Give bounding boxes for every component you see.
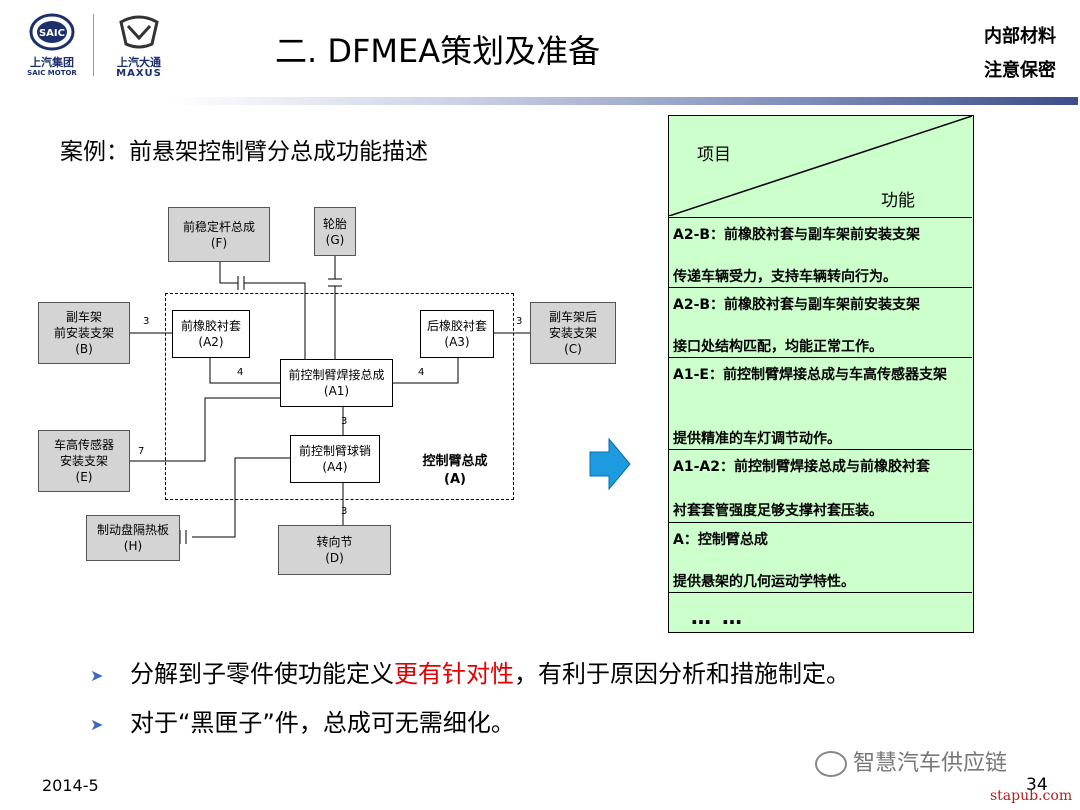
box-B: 副车架前安装支架(B) [38, 302, 130, 364]
table-row: A1-A2：前控制臂焊接总成与前橡胶衬套 衬套套管强度足够支撑衬套压装。 [669, 449, 972, 522]
emphasis-text: 更有针对性 [394, 660, 514, 688]
footer-date: 2014-5 [42, 776, 99, 795]
bullet-2: ➤对于“黑匣子”件，总成可无需细化。 [90, 709, 515, 737]
maxus-logo: 上汽大通 MAXUS [102, 12, 176, 79]
maxus-badge-icon [119, 15, 159, 49]
saic-logo-cn: 上汽集团 [30, 56, 74, 69]
interface-number-A3A1: 4 [418, 367, 425, 378]
header-diagonal [669, 116, 972, 216]
table-row-more: … … [669, 592, 972, 632]
box-G: 轮胎(G) [314, 207, 356, 256]
function-table: 项目 功能 A2-B：前橡胶衬套与副车架前安装支架 传递车辆受力，支持车辆转向行… [668, 115, 974, 633]
saic-logo: SAIC 上汽集团 SAIC MOTOR [22, 12, 82, 78]
table-row: A：控制臂总成 提供悬架的几何运动学特性。 [669, 522, 972, 592]
bullet-arrow-icon: ➤ [90, 665, 104, 685]
confidential-line2: 注意保密 [984, 60, 1056, 81]
logo-divider [93, 14, 94, 76]
group-label-A: 控制臂总成(A) [422, 454, 488, 487]
table-header-item: 项目 [697, 145, 731, 165]
header-gradient-bar [170, 97, 1078, 105]
table-row: A1-E：前控制臂焊接总成与车高传感器支架 提供精准的车灯调节动作。 [669, 357, 972, 449]
box-D: 转向节(D) [278, 525, 391, 575]
table-row: A2-B：前橡胶衬套与副车架前安装支架 接口处结构匹配，均能正常工作。 [669, 287, 972, 357]
box-E: 车高传感器安装支架(E) [38, 430, 130, 492]
interface-number-D: 3 [341, 506, 348, 517]
table-header-function: 功能 [881, 191, 915, 211]
box-F: 前稳定杆总成(F) [168, 207, 270, 262]
interface-number-A2A1: 4 [237, 367, 244, 378]
page-title: 二. DFMEA策划及准备 [275, 32, 601, 70]
box-A4: 前控制臂球销(A4) [290, 435, 380, 483]
saic-logo-en: SAIC MOTOR [27, 69, 77, 77]
right-arrow-icon [589, 438, 631, 490]
interface-number-C: 3 [516, 316, 523, 327]
box-A1: 前控制臂焊接总成(A1) [280, 359, 393, 407]
wechat-icon [815, 751, 847, 777]
maxus-logo-en: MAXUS [116, 68, 162, 79]
page-number: 34 [1026, 775, 1048, 795]
control-arm-assembly-boundary [165, 293, 514, 500]
bullet-arrow-icon: ➤ [90, 714, 104, 734]
confidential-line1: 内部材料 [984, 26, 1056, 47]
maxus-logo-cn: 上汽大通 [117, 56, 161, 69]
bullet-1: ➤分解到子零件使功能定义更有针对性，有利于原因分析和措施制定。 [90, 660, 850, 688]
interface-number-E: 7 [138, 446, 145, 457]
interface-number-A1A4: 3 [341, 416, 348, 427]
saic-badge-text: SAIC [39, 28, 65, 39]
case-subtitle: 案例：前悬架控制臂分总成功能描述 [60, 139, 428, 165]
table-row: A2-B：前橡胶衬套与副车架前安装支架 传递车辆受力，支持车辆转向行为。 [669, 217, 972, 287]
site-credit: stapub.com [990, 788, 1073, 804]
box-A3: 后橡胶衬套(A3) [420, 310, 494, 358]
interface-number-B: 3 [143, 316, 150, 327]
box-A2: 前橡胶衬套(A2) [172, 310, 250, 358]
saic-badge-icon: SAIC [29, 13, 75, 51]
box-H: 制动盘隔热板(H) [86, 515, 180, 561]
box-C: 副车架后安装支架(C) [530, 302, 616, 364]
watermark: 智慧汽车供应链 [815, 745, 1007, 777]
